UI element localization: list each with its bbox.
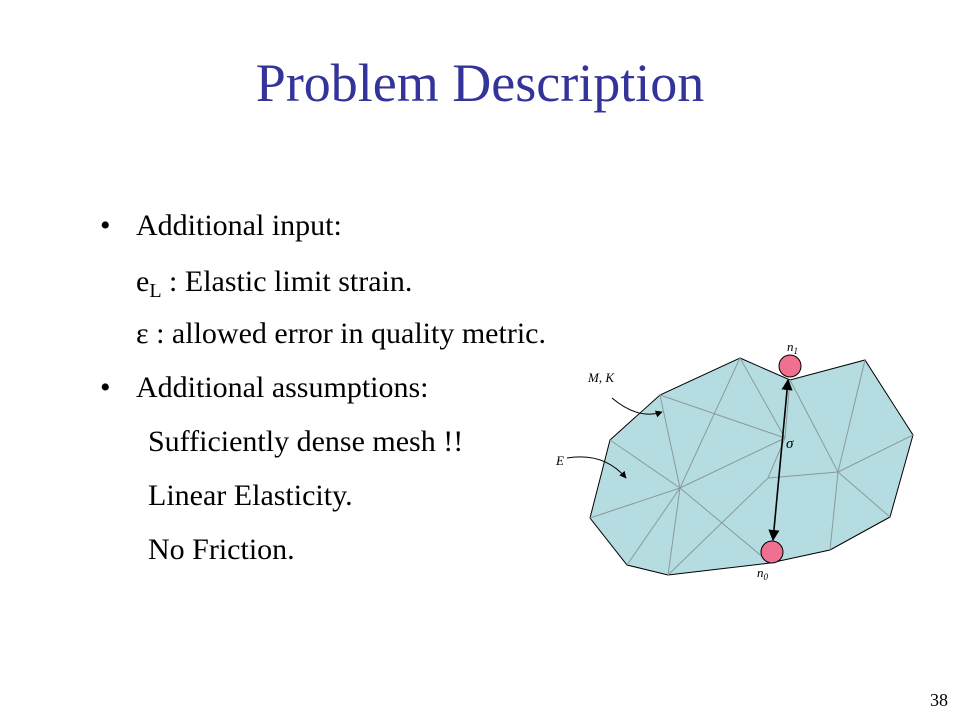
bullet-additional-assumptions: Additional assumptions: bbox=[136, 371, 429, 404]
assumption-no-friction: No Friction. bbox=[148, 533, 295, 566]
label-n0: n0 bbox=[757, 565, 769, 582]
slide-title: Problem Description bbox=[255, 53, 705, 113]
label-mk: M, K bbox=[587, 370, 615, 385]
mk-pointer-arrow bbox=[611, 397, 663, 418]
node-n1 bbox=[778, 354, 802, 378]
page-number: 38 bbox=[930, 690, 948, 710]
label-e: E bbox=[555, 453, 564, 468]
el-description: : Elastic limit strain. bbox=[161, 265, 413, 298]
el-symbol: e bbox=[136, 265, 150, 298]
e-pointer-arrow bbox=[566, 456, 627, 479]
sigma-arrow bbox=[768, 378, 793, 542]
assumption-linear-elasticity: Linear Elasticity. bbox=[148, 479, 353, 512]
label-sigma: σ bbox=[786, 436, 794, 452]
epsilon-line: ε : allowed error in quality metric. bbox=[136, 317, 546, 350]
el-subscript: L bbox=[149, 280, 162, 302]
assumption-dense-mesh: Sufficiently dense mesh !! bbox=[148, 425, 464, 458]
bullet-marker: • bbox=[100, 371, 111, 404]
bullet-marker: • bbox=[100, 209, 111, 242]
bullet-additional-input: Additional input: bbox=[136, 209, 342, 242]
mesh-outline bbox=[589, 357, 914, 576]
label-n1: n1 bbox=[787, 339, 798, 356]
elastic-limit-line: eL : Elastic limit strain. bbox=[136, 264, 412, 309]
node-n0 bbox=[760, 540, 784, 564]
